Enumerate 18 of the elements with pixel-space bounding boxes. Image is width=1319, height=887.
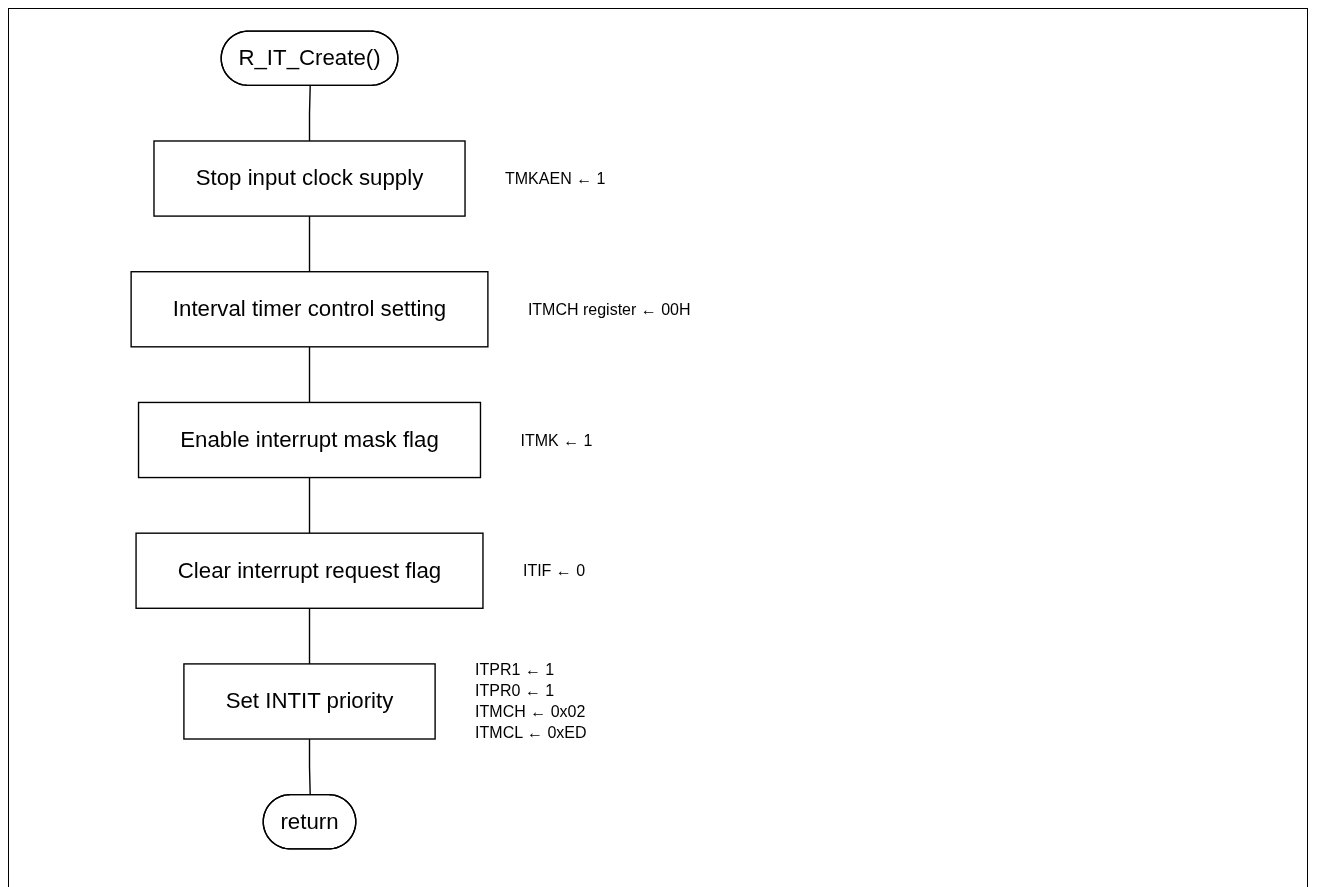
register-note: ITPR0 ← 1: [475, 681, 556, 702]
register-note: ITMCH ← 0x02: [475, 702, 587, 723]
node-box: Set INTIT priority: [183, 663, 436, 740]
register-note: TMKAEN ← 1: [505, 169, 606, 190]
connector: [308, 476, 311, 534]
node-box: Stop input clock supply: [153, 140, 466, 217]
node-box: Clear interrupt request flag: [135, 532, 484, 609]
register-note: ITPR1 ← 1: [475, 660, 556, 681]
register-note: ITMCH register ← 00H: [527, 299, 691, 320]
register-note: ITIF ← 0: [522, 561, 586, 582]
connector: [308, 346, 311, 404]
register-note: ITMCL ← 0xED: [475, 723, 587, 744]
node-box: Interval timer control setting: [130, 271, 489, 348]
connector: [308, 215, 311, 273]
connector: [308, 607, 311, 665]
node-box: Enable interrupt mask flag: [137, 401, 482, 479]
connector: [308, 85, 311, 142]
register-note: ITMK ← 1: [520, 430, 593, 451]
